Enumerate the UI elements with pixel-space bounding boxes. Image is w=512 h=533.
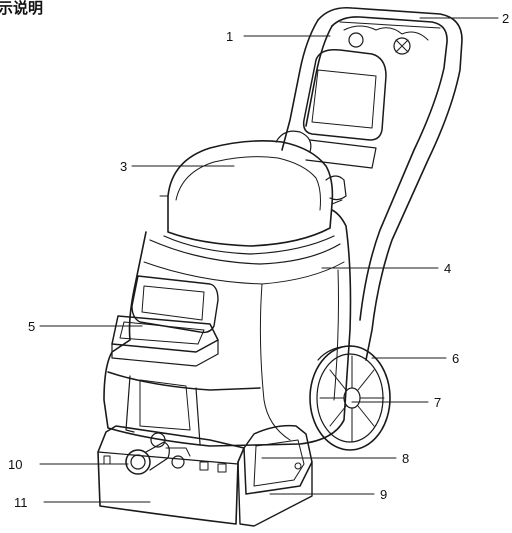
main-body [103, 209, 352, 447]
callout-labels: 1 2 3 4 5 6 7 8 9 10 11 [8, 11, 509, 510]
callout-label-5: 5 [28, 319, 35, 334]
callout-label-2: 2 [502, 11, 509, 26]
front-tray [111, 315, 219, 367]
callout-label-4: 4 [444, 261, 451, 276]
handle-frame [281, 6, 463, 361]
top-lid [159, 130, 347, 255]
hose-connector [125, 432, 191, 475]
brush-housing [237, 424, 313, 527]
callout-label-7: 7 [434, 395, 441, 410]
callout-label-10: 10 [8, 457, 22, 472]
rear-wheel [309, 345, 391, 451]
leader-lines [39, 17, 499, 503]
lower-body [107, 371, 261, 445]
diagram-title: 示说明 [0, 0, 44, 17]
callout-label-11: 11 [14, 495, 28, 510]
callout-label-6: 6 [452, 351, 459, 366]
callout-label-8: 8 [402, 451, 409, 466]
callout-label-3: 3 [120, 159, 127, 174]
recovery-tank-lid [302, 48, 387, 169]
callout-label-1: 1 [226, 29, 233, 44]
callout-label-9: 9 [380, 487, 387, 502]
